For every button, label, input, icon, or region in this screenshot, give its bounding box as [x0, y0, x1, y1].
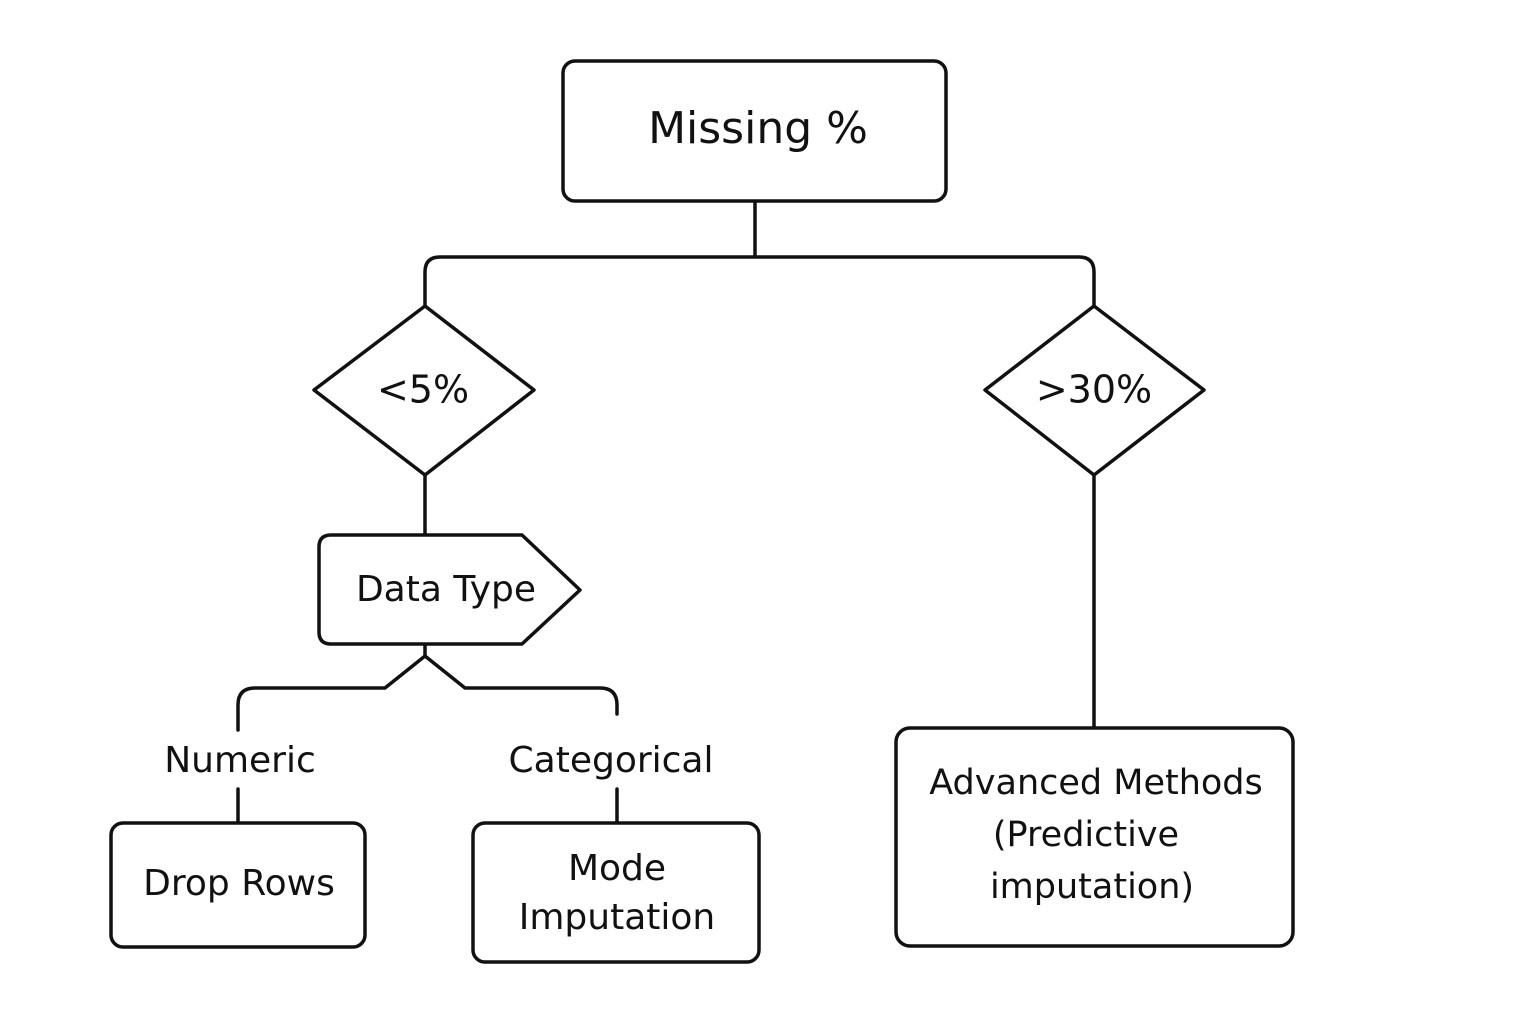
- data-type-label: Data Type: [356, 569, 536, 610]
- edge-datatype-split: [236, 642, 427, 732]
- mode-imputation-line2: Imputation: [519, 897, 716, 938]
- root-label: Missing %: [648, 103, 868, 154]
- edge-root-split: [423, 255, 1096, 307]
- advanced-methods-line1: Advanced Methods: [929, 763, 1263, 803]
- branch-categorical-label: Categorical: [509, 740, 714, 781]
- advanced-methods-line2: (Predictive: [993, 815, 1179, 855]
- data-type-node: Data Type: [317, 533, 582, 646]
- root-node: Missing %: [561, 59, 948, 203]
- advanced-methods-line3: imputation): [990, 867, 1194, 907]
- branch-numeric-label: Numeric: [164, 740, 316, 781]
- decision-high-node: >30%: [983, 304, 1206, 477]
- advanced-methods-node: Advanced Methods (Predictive imputation): [894, 726, 1295, 948]
- drop-rows-label: Drop Rows: [143, 863, 335, 904]
- decision-high-label: >30%: [1036, 368, 1152, 412]
- decision-low-node: <5%: [312, 304, 536, 477]
- mode-imputation-node: Mode Imputation: [471, 821, 761, 964]
- edge-datatype-split-right: [423, 654, 619, 716]
- decision-low-label: <5%: [377, 368, 469, 412]
- connectors: [236, 200, 1096, 824]
- drop-rows-node: Drop Rows: [109, 821, 367, 949]
- mode-imputation-line1: Mode: [568, 848, 666, 889]
